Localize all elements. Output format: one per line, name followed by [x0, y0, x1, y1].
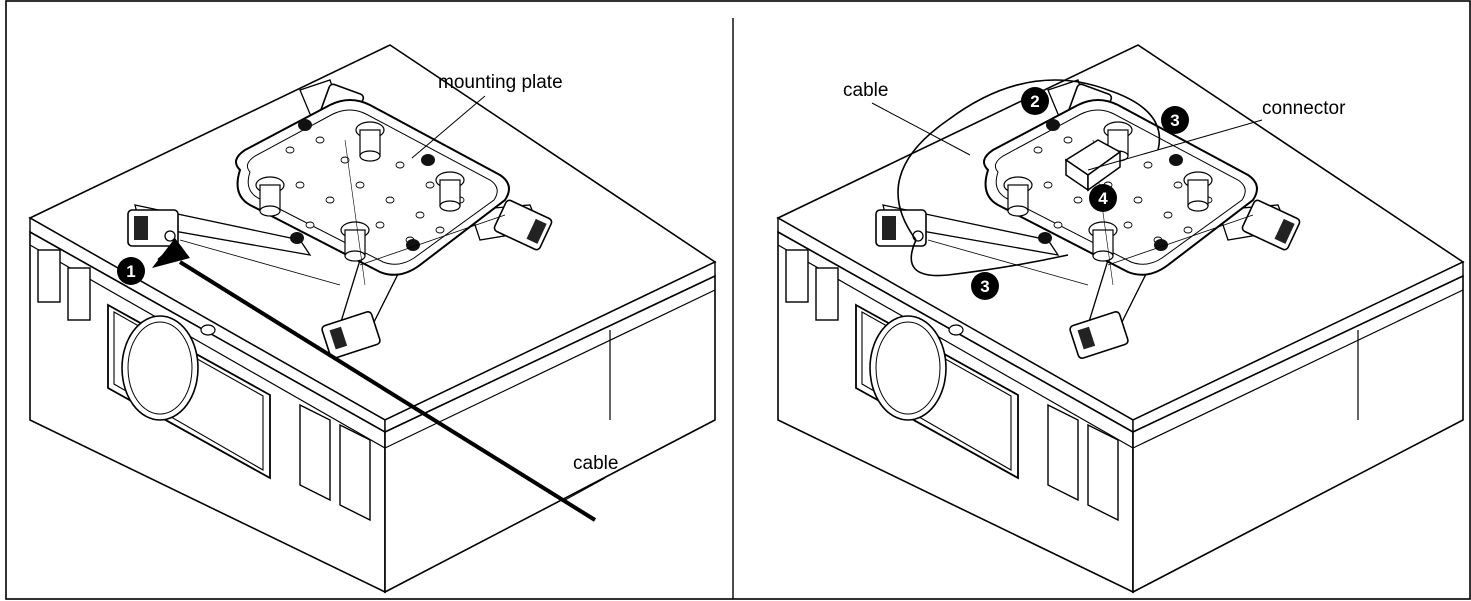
panel-left: 1 mounting plate cable: [29, 44, 716, 593]
cable-label-right: cable: [843, 80, 888, 101]
step-marker-2: [1021, 87, 1049, 115]
step-marker-3-bottom: [971, 272, 999, 300]
mounting-plate-label: mounting plate: [438, 72, 563, 93]
panel-right-annotations: 2 3 3 4 cable connector: [843, 80, 1346, 300]
mounting-plate-leader: [411, 95, 486, 159]
figure-border: [5, 0, 1471, 600]
cable-label-left: cable: [573, 453, 618, 474]
cable-leader-right: [871, 102, 971, 156]
connector-block: [1064, 139, 1122, 192]
connector-leader: [1087, 119, 1263, 171]
step-marker-2-number: 2: [1030, 92, 1039, 111]
cable-leader-left: [564, 477, 606, 501]
cable-loop: [897, 79, 1161, 277]
step-marker-1-number: 1: [126, 262, 135, 281]
panel-right: [777, 44, 1464, 593]
step-marker-1: [117, 257, 145, 285]
connector-label: connector: [1262, 98, 1346, 119]
step-marker-3-top: [1161, 106, 1189, 134]
step-marker-4: [1089, 184, 1117, 212]
cable-line: [178, 260, 597, 522]
step-marker-3-top-number: 3: [1170, 111, 1179, 130]
step-marker-3-bottom-number: 3: [980, 277, 989, 296]
step-marker-4-number: 4: [1098, 189, 1108, 208]
